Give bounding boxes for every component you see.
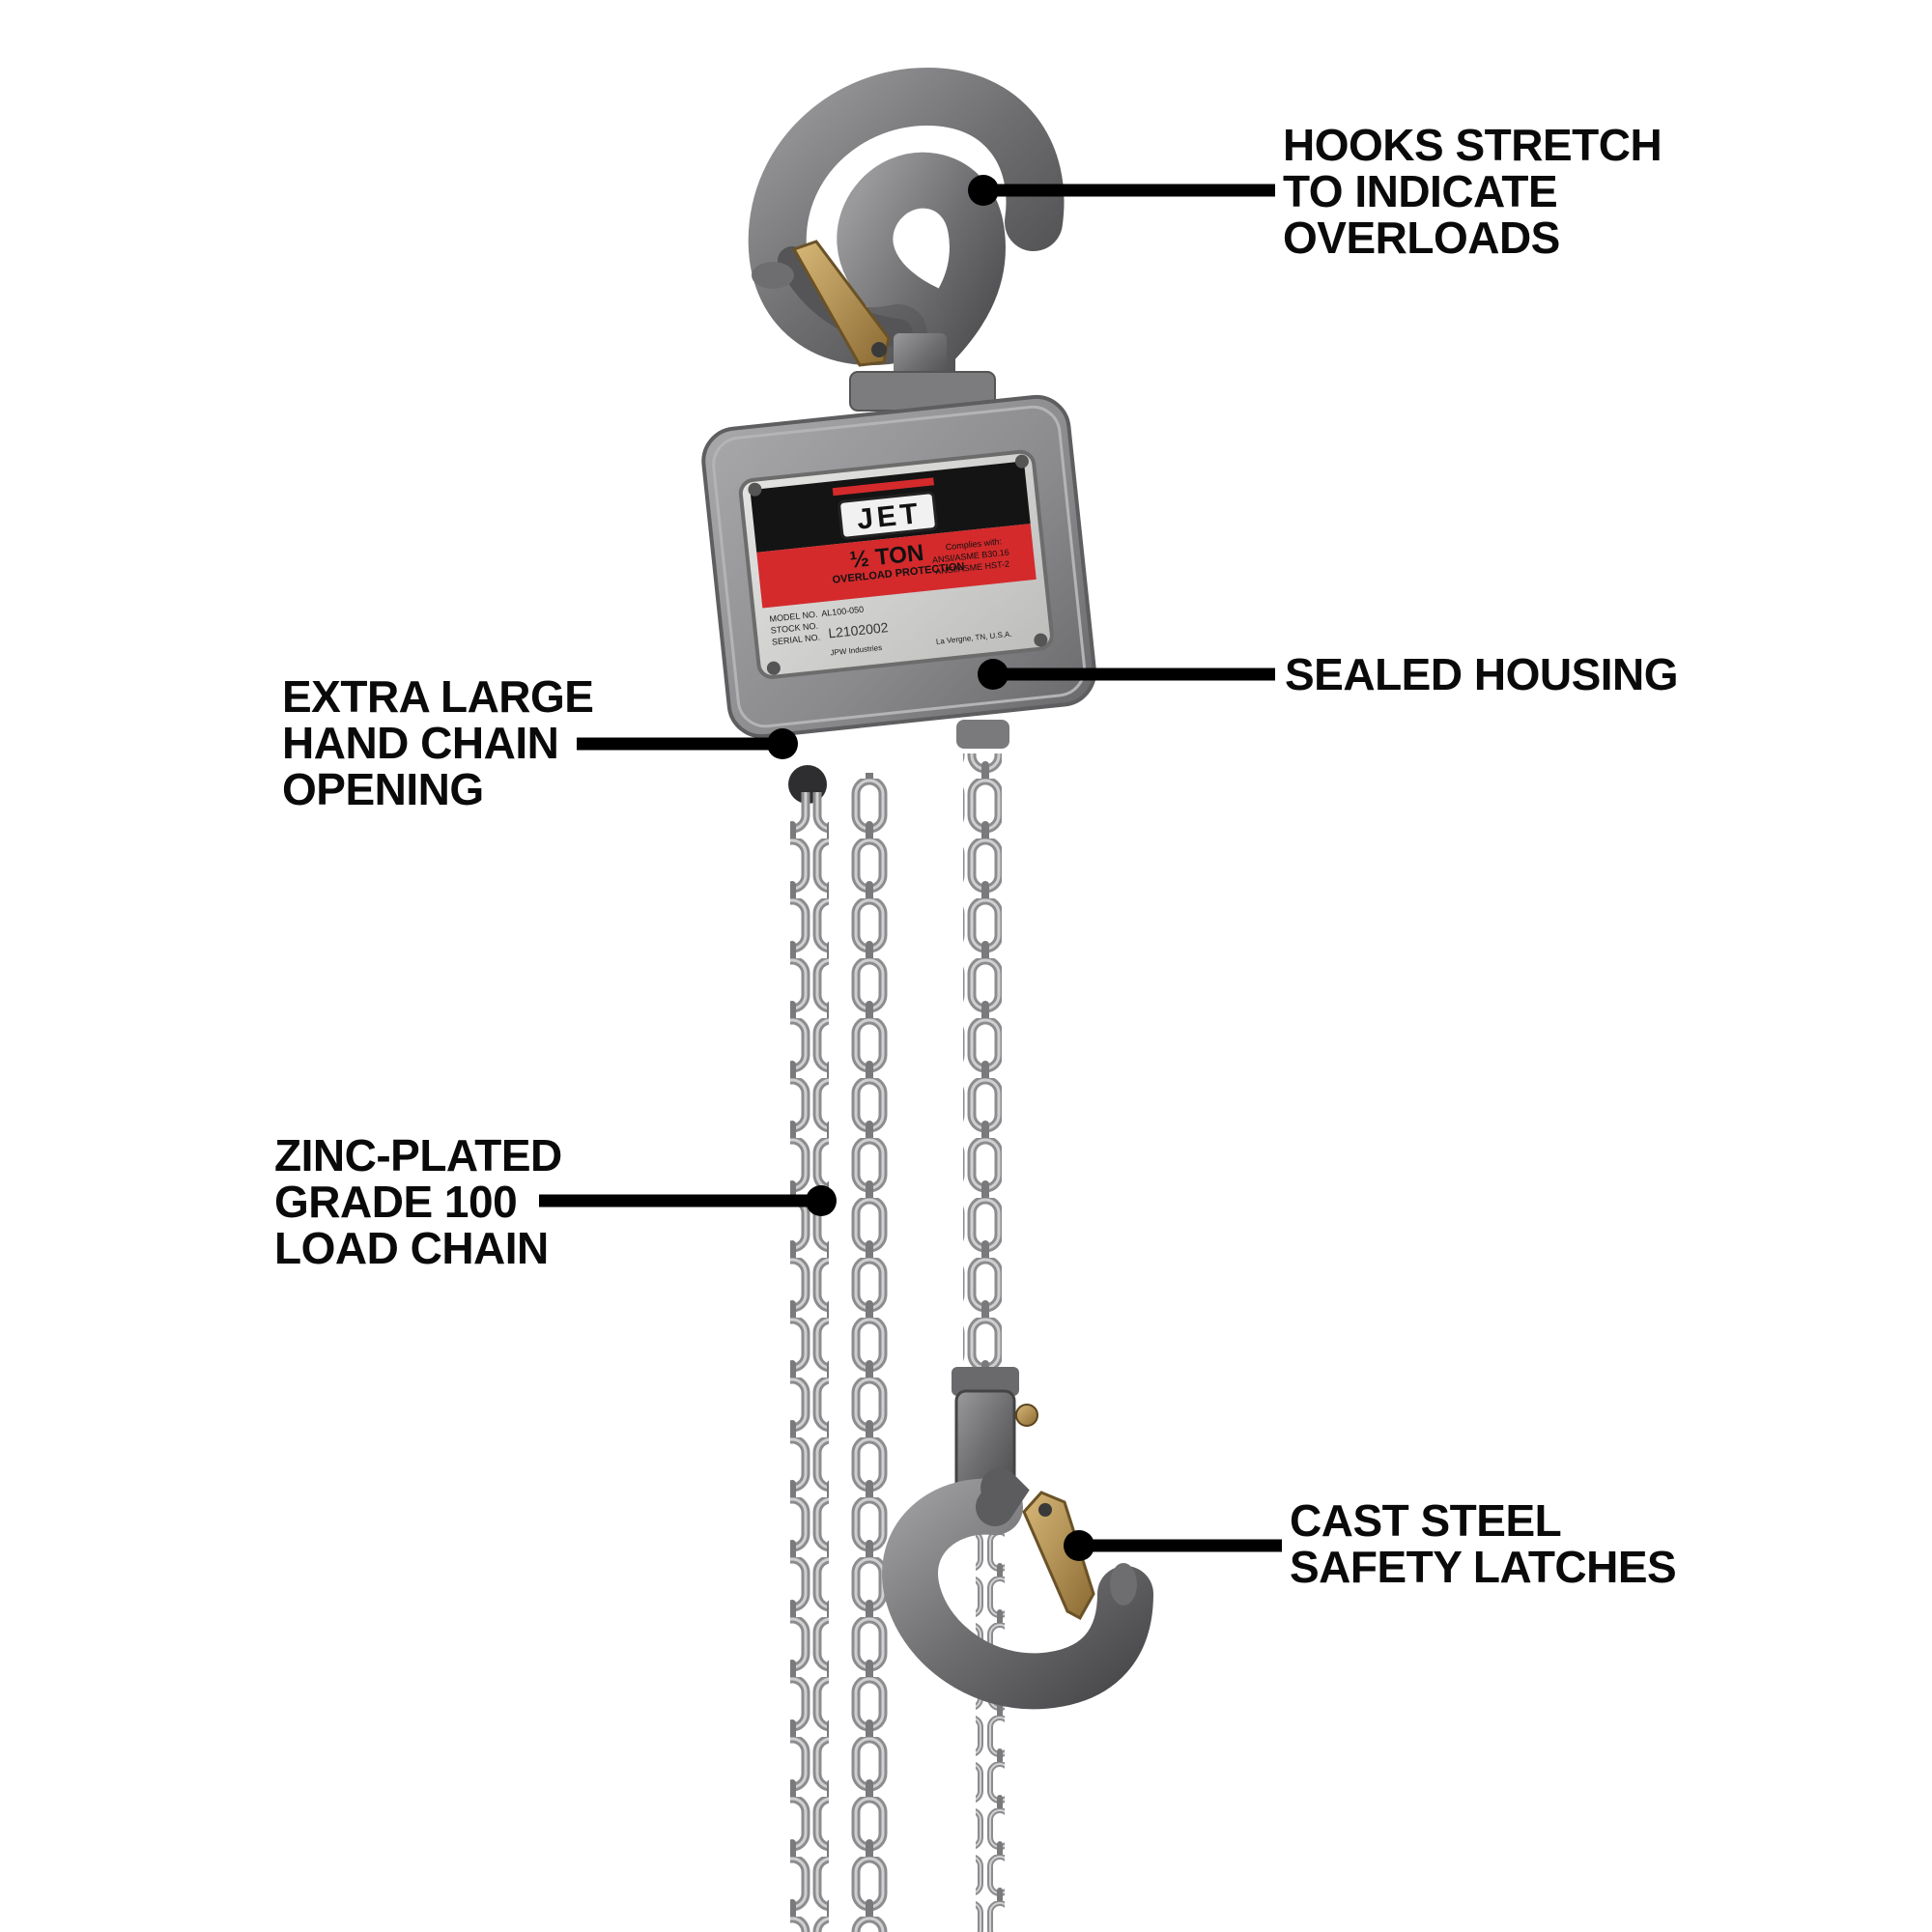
- load-chain-right: [963, 753, 1002, 1381]
- nameplate: [738, 449, 1054, 679]
- callout-opening-line-1: EXTRA LARGE: [282, 671, 594, 722]
- housing-bottom-lug: [956, 720, 1009, 749]
- callout-dot-opening: [767, 728, 798, 759]
- bottom-hook: [882, 1468, 1153, 1710]
- callout-hooks-line-2: TO INDICATE: [1283, 166, 1558, 216]
- brand-logo: JET: [855, 497, 923, 536]
- callout-load-chain: ZINC-PLATED GRADE 100 LOAD CHAIN: [274, 1132, 562, 1271]
- location-label: La Vergne, TN, U.S.A.: [935, 629, 1013, 646]
- callout-housing-line-1: SEALED HOUSING: [1285, 649, 1679, 699]
- callout-latches-line-1: CAST STEEL: [1290, 1495, 1562, 1546]
- callout-opening-line-3: OPENING: [282, 764, 484, 814]
- callout-hooks-line-3: OVERLOADS: [1283, 213, 1560, 263]
- callout-safety-latches: CAST STEEL SAFETY LATCHES: [1290, 1495, 1677, 1592]
- callout-sealed-housing: SEALED HOUSING: [1285, 649, 1679, 699]
- callout-chain-line-1: ZINC-PLATED: [274, 1130, 562, 1180]
- callout-hand-chain-opening: EXTRA LARGE HAND CHAIN OPENING: [282, 671, 594, 814]
- latch-pivot-bottom: [1038, 1503, 1052, 1517]
- nameplate-red-band: [756, 524, 1037, 609]
- callout-dot-hooks: [968, 175, 999, 206]
- maker-label: JPW Industries: [830, 642, 883, 658]
- load-chain-left: [850, 773, 889, 1932]
- bottom-hook-latch: [1022, 1491, 1095, 1621]
- hand-chain-left: [790, 792, 829, 1932]
- callout-latches-line-2: SAFETY LATCHES: [1290, 1542, 1677, 1592]
- serial-value: L2102002: [827, 619, 890, 641]
- model-value: AL100-050: [820, 604, 865, 619]
- latch-pivot-top: [871, 342, 887, 357]
- callout-chain-line-2: GRADE 100: [274, 1177, 518, 1227]
- callout-opening-line-2: HAND CHAIN: [282, 718, 559, 768]
- callout-dot-housing: [978, 659, 1009, 690]
- callout-hooks-stretch: HOOKS STRETCH TO INDICATE OVERLOADS: [1283, 122, 1662, 261]
- nameplate-text-group: JET ½ TON OVERLOAD PROTECTION Complies w…: [739, 450, 1053, 678]
- callout-hooks-line-1: HOOKS STRETCH: [1283, 120, 1662, 170]
- callout-lines: [539, 175, 1282, 1561]
- bottom-hook-block: [952, 1367, 1038, 1499]
- callout-chain-line-3: LOAD CHAIN: [274, 1223, 549, 1273]
- callout-dot-chain: [806, 1185, 837, 1216]
- top-hook: [748, 67, 1065, 410]
- callout-dot-latches: [1064, 1530, 1094, 1561]
